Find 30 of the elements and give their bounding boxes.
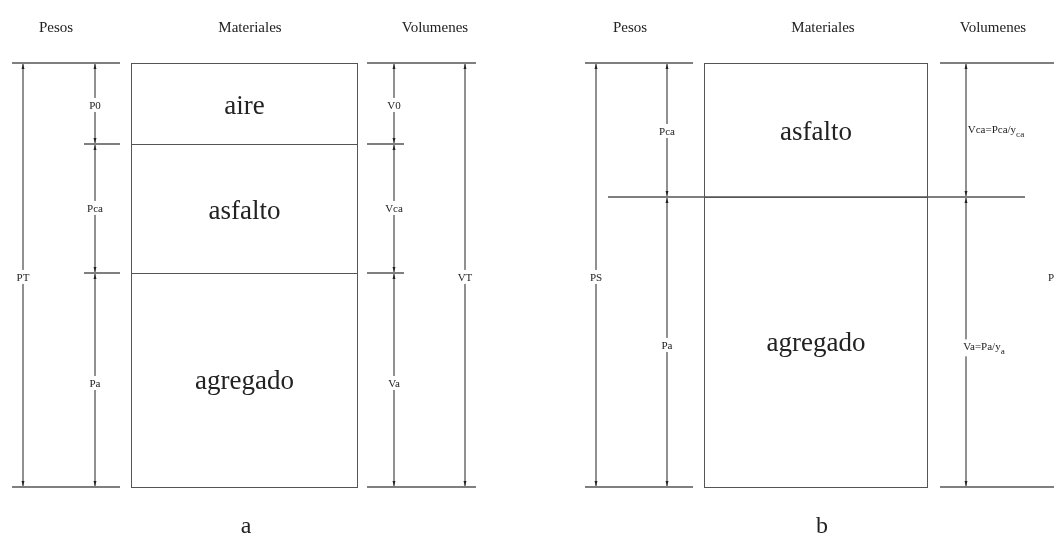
column-heading: Volumenes <box>959 18 1027 36</box>
column-heading: Pesos <box>612 18 648 36</box>
dimension-label: V0 <box>387 97 401 113</box>
layer-box <box>131 273 358 488</box>
layer-box <box>131 63 358 146</box>
dimension-label: Pa <box>661 337 673 353</box>
layer-box <box>704 197 928 488</box>
panel-letter: a <box>240 511 252 539</box>
dimension-label: PS <box>589 269 603 285</box>
dimension-label: Vca <box>385 200 403 216</box>
material-label: asfalto <box>780 116 852 147</box>
panel-letter: b <box>816 511 828 539</box>
dimension-label: Pca <box>87 200 103 216</box>
material-label: asfalto <box>208 194 281 226</box>
dimension-label: VT <box>457 269 473 285</box>
column-heading: Materiales <box>791 18 855 36</box>
material-label: aire <box>224 89 265 121</box>
layer-box <box>131 144 358 275</box>
dimension-label: Va=Pa/y$_{a}$ <box>963 339 1005 357</box>
dimension-label: PT <box>16 269 30 285</box>
dimension-label: P0 <box>89 97 101 113</box>
layer-box <box>704 63 928 199</box>
material-label: agregado <box>195 365 294 396</box>
dimension-label: Pa <box>89 375 101 391</box>
dimension-label: Va <box>388 375 400 391</box>
material-label: agregado <box>766 327 866 358</box>
column-heading: Materiales <box>218 18 282 36</box>
column-heading: Volumenes <box>401 18 469 36</box>
column-heading: Pesos <box>38 18 74 36</box>
dimension-label: Pca <box>659 123 675 139</box>
